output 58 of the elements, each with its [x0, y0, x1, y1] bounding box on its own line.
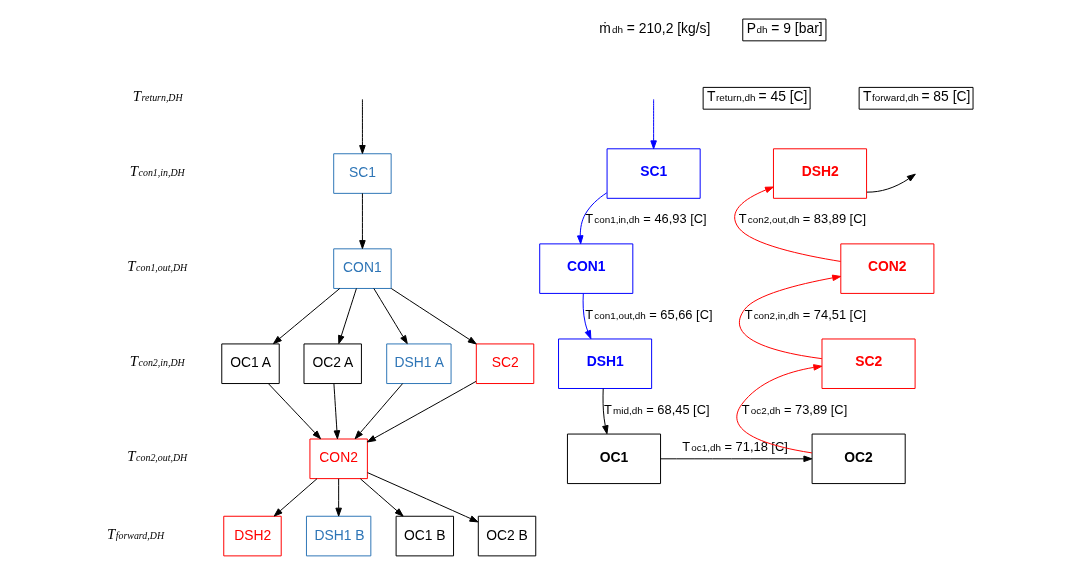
arrow [273, 478, 317, 517]
arrow [366, 472, 478, 523]
arrow [267, 383, 321, 440]
node-box: SC1 [332, 153, 392, 194]
arrow [359, 478, 404, 517]
node-box: OC2 A [303, 343, 362, 385]
label: Tcon1,out,DH [126, 258, 187, 275]
label: Treturn,DH [132, 87, 183, 104]
label: Tcon2,in,DH [129, 353, 185, 370]
arrow [733, 186, 841, 262]
node-box: DSH1 B [305, 515, 371, 557]
edge-label: Toc2,dh = 73,89 [C] [741, 401, 847, 417]
edge-label: Tcon1,out,dh = 65,66 [C] [584, 306, 713, 322]
edge-label: Tcon2,out,dh = 83,89 [C] [738, 211, 866, 227]
node-box: OC2 B [477, 515, 536, 557]
node-box: DSH2 [772, 148, 867, 199]
label: Tcon2,out,DH [126, 448, 187, 465]
arrow [649, 98, 657, 150]
node-box: OC2 [811, 433, 906, 485]
arrow [865, 173, 916, 193]
node-box: Pdh = 9 [bar] [741, 18, 826, 42]
arrow [372, 288, 408, 345]
arrow [390, 288, 477, 345]
arrow [354, 383, 403, 440]
edge-label: Tmid,dh = 68,45 [C] [603, 401, 710, 417]
node-box: SC2 [475, 343, 534, 385]
edge-label: Tcon2,in,dh = 74,51 [C] [744, 306, 866, 322]
arrow [366, 380, 476, 443]
arrow [735, 364, 822, 454]
label: Tforward,DH [106, 525, 164, 542]
arrow [601, 388, 609, 435]
arrow [334, 478, 342, 517]
node-box: CON2 [308, 438, 368, 480]
edge-label: Tcon1,in,dh = 46,93 [C] [584, 211, 707, 227]
node-box: SC1 [606, 148, 701, 199]
node-box: SC2 [821, 338, 916, 389]
node-box: CON1 [332, 248, 392, 289]
node-box: DSH1 [557, 338, 652, 389]
arrow [332, 383, 340, 440]
node-box: Treturn,dh = 45 [C] [702, 86, 811, 110]
label: ṁdh = 210,2 [kg/s] [598, 19, 710, 36]
node-box: CON1 [538, 243, 633, 294]
node-box: OC1 B [395, 515, 454, 557]
arrow [358, 192, 366, 249]
node-box: DSH1 A [385, 343, 452, 385]
arrow [358, 98, 366, 154]
arrow [738, 274, 841, 360]
arrow [659, 455, 812, 463]
arrow [272, 288, 340, 345]
node-box: DSH2 [222, 515, 282, 557]
node-box: Tforward,dh = 85 [C] [858, 86, 974, 110]
arrow [337, 288, 357, 345]
arrow [582, 293, 591, 340]
arrow [576, 192, 607, 245]
node-box: CON2 [839, 243, 934, 294]
node-box: OC1 [566, 433, 661, 485]
label: Tcon1,in,DH [129, 163, 185, 180]
node-box: OC1 A [220, 343, 280, 385]
